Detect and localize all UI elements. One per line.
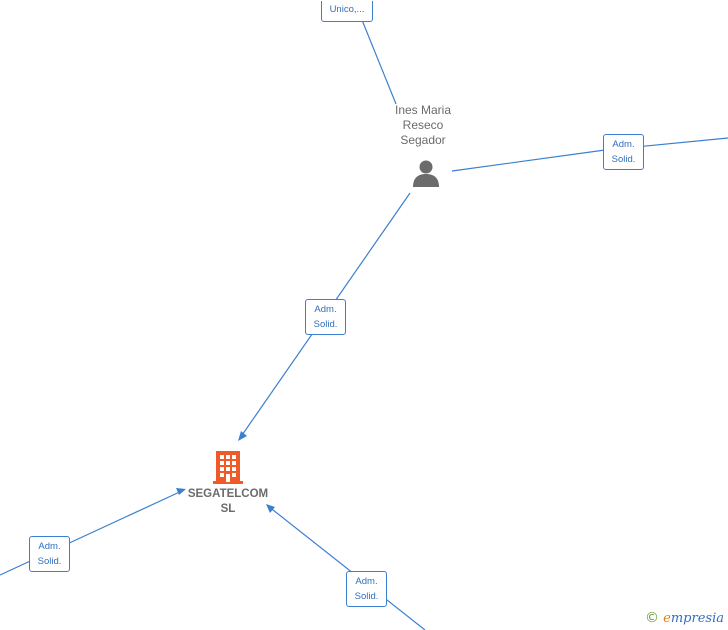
edge-label-right[interactable]: Adm. Solid.: [603, 134, 644, 170]
edge-person-to-right: [451, 137, 728, 172]
building-icon[interactable]: [211, 449, 245, 485]
edge-label-bottom-right[interactable]: Adm. Solid.: [346, 571, 387, 607]
edge-bottomleft-to-company: [0, 489, 185, 576]
edge-label-middle[interactable]: Adm. Solid.: [305, 299, 346, 335]
copyright-symbol: ©: [645, 610, 660, 626]
edge-bottomright-to-company: [267, 505, 426, 630]
edge-top-to-person: [361, 19, 397, 105]
person-node-label[interactable]: Ines Maria Reseco Segador: [394, 103, 452, 147]
person-icon[interactable]: [411, 158, 441, 188]
edge-label-bottom-left[interactable]: Adm. Solid.: [29, 536, 70, 572]
company-node-label[interactable]: SEGATELCOM SL: [187, 488, 269, 515]
arrow-head-middle: [238, 431, 247, 441]
empresia-watermark: © empresia: [645, 610, 724, 626]
arrow-head-bottom-left: [176, 488, 186, 495]
arrow-head-bottom-right: [266, 504, 275, 513]
brand-initial: e: [663, 611, 671, 626]
brand-rest: mpresia: [670, 611, 724, 626]
edge-label-top[interactable]: Unico,...: [321, 1, 373, 22]
